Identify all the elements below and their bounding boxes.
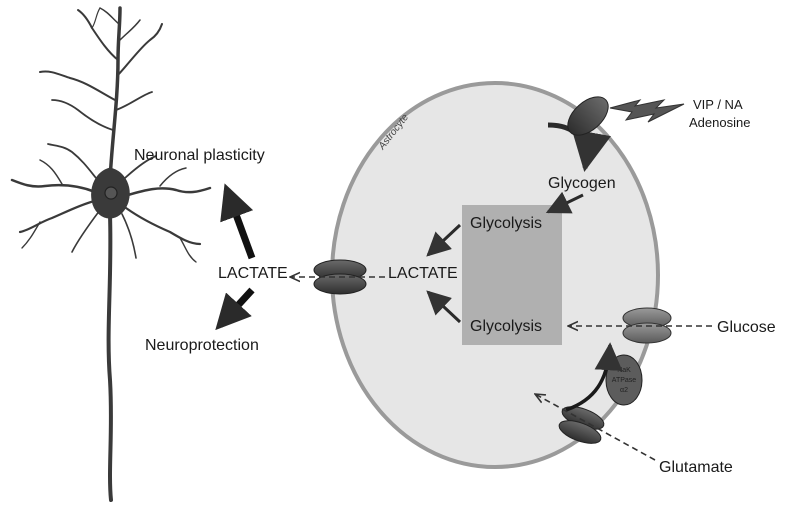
arrow-glycolysis-to-lactate-bottom [426, 290, 462, 324]
arrow-glycogen-to-glycolysis [545, 191, 584, 214]
lightning-bolt-icon [609, 99, 685, 123]
neuron [10, 6, 212, 502]
glycolysis-bottom-label: Glycolysis [470, 318, 542, 335]
glycogen-label: Glycogen [548, 175, 616, 192]
lactate-neuron-label: LACTATE [218, 265, 288, 282]
arrow-glutamate-to-glucose-uptake [565, 342, 623, 412]
glycolysis-box [462, 205, 562, 345]
arrow-to-neuroprotection [215, 287, 255, 331]
nak-line2: ATPase [612, 377, 636, 384]
nak-line3: α2 [620, 387, 628, 394]
glutamate-transporter [558, 406, 605, 444]
lactate-transporter [313, 259, 367, 295]
neuronal-plasticity-label: Neuronal plasticity [134, 147, 265, 164]
glucose-transporter [622, 307, 672, 344]
adenosine-label: Adenosine [689, 115, 750, 130]
neuroprotection-label: Neuroprotection [145, 337, 259, 354]
nak-line1: NaK [617, 367, 631, 374]
glutamate-label: Glutamate [659, 459, 733, 476]
glucose-label: Glucose [717, 319, 776, 336]
lactate-effect-arrows [215, 183, 256, 331]
arrow-glycolysis-to-lactate-top [426, 223, 462, 257]
receptor [567, 96, 609, 136]
vip-na-label: VIP / NA [693, 97, 743, 112]
lactate-astrocyte-label: LACTATE [388, 265, 458, 282]
glutamate-uptake-arrow [535, 394, 656, 461]
arrow-receptor-to-glycogen [547, 122, 611, 172]
glycolysis-top-label: Glycolysis [470, 215, 542, 232]
arrow-to-plasticity [220, 183, 256, 260]
astrocyte-arrows [426, 122, 611, 324]
